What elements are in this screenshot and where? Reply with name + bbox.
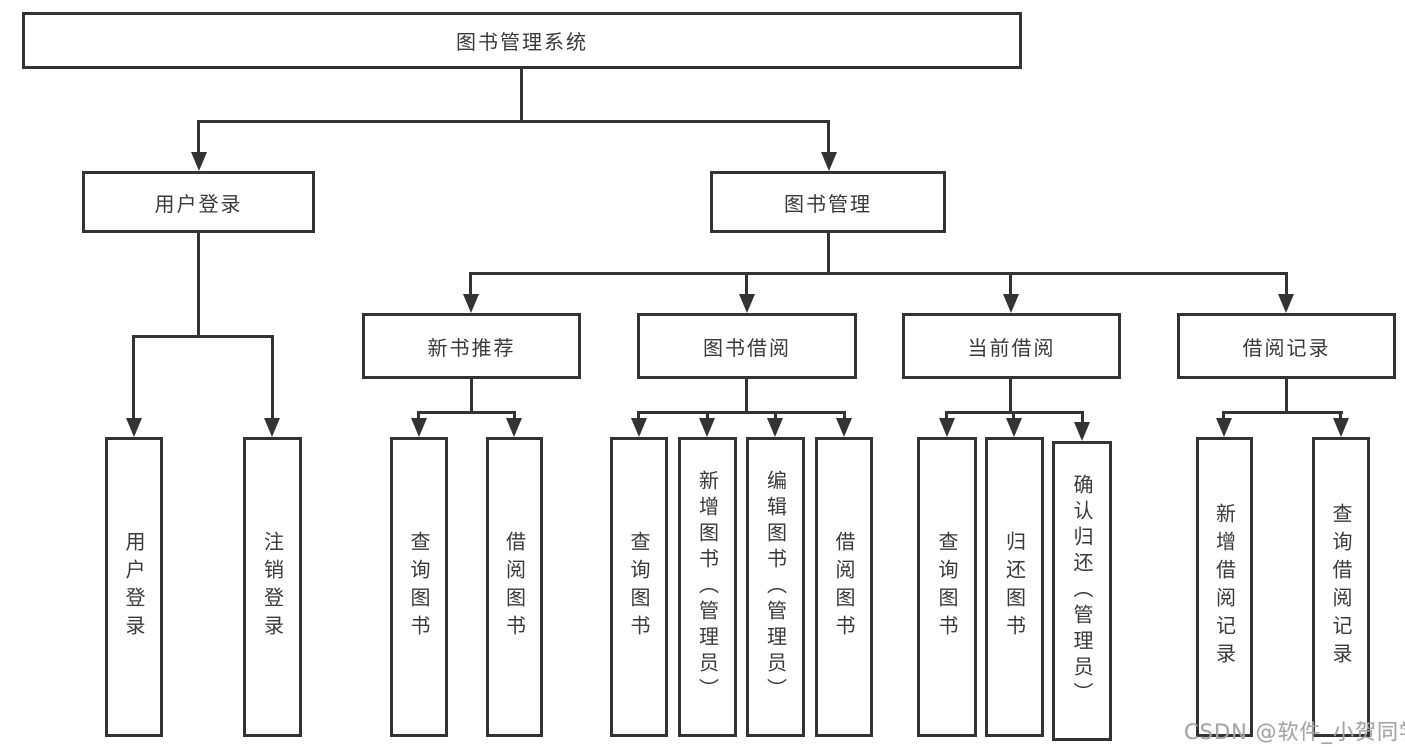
connector bbox=[1009, 379, 1012, 414]
node-label: 当前借阅 bbox=[967, 335, 1056, 360]
arrow-down-icon bbox=[836, 418, 852, 437]
connector bbox=[1009, 272, 1012, 296]
arrow-down-icon bbox=[1216, 418, 1232, 437]
node-label: 用户登录 bbox=[122, 531, 146, 643]
leaf-query-books-current: 查询图书 bbox=[917, 437, 977, 737]
arrow-down-icon bbox=[739, 294, 755, 313]
arrow-down-icon bbox=[767, 418, 783, 437]
connector bbox=[1081, 411, 1084, 424]
connector bbox=[271, 335, 274, 420]
connector bbox=[132, 335, 135, 420]
leaf-logout: 注销登录 bbox=[243, 437, 302, 737]
node-label: 新增图书（管理员） bbox=[695, 470, 720, 704]
leaf-user-login: 用户登录 bbox=[105, 437, 163, 737]
connector bbox=[417, 411, 420, 420]
connector bbox=[197, 120, 830, 123]
connector bbox=[745, 272, 748, 296]
node-label: 查询图书 bbox=[935, 531, 959, 643]
node-book-management: 图书管理 bbox=[710, 171, 946, 233]
arrow-down-icon bbox=[126, 418, 142, 437]
node-label: 新书推荐 bbox=[427, 335, 516, 360]
node-label: 借阅图书 bbox=[502, 531, 527, 643]
node-label: 借阅记录 bbox=[1242, 335, 1331, 360]
node-book-borrowing: 图书借阅 bbox=[637, 313, 857, 379]
arrow-down-icon bbox=[411, 418, 427, 437]
arrow-down-icon bbox=[1006, 418, 1022, 437]
arrow-down-icon bbox=[463, 294, 479, 313]
connector bbox=[637, 411, 640, 420]
leaf-return-books: 归还图书 bbox=[985, 437, 1044, 737]
connector bbox=[637, 411, 846, 414]
leaf-query-books-borrow: 查询图书 bbox=[610, 437, 668, 737]
arrow-down-icon bbox=[506, 418, 522, 437]
connector bbox=[706, 411, 709, 420]
connector bbox=[520, 69, 523, 123]
connector bbox=[470, 379, 473, 414]
node-label: 查询图书 bbox=[627, 531, 651, 643]
node-current-borrowing: 当前借阅 bbox=[902, 313, 1121, 379]
leaf-edit-book-admin: 编辑图书（管理员） bbox=[746, 437, 805, 737]
node-label: 图书借阅 bbox=[703, 335, 791, 360]
node-label: 注销登录 bbox=[260, 531, 285, 643]
connector bbox=[843, 411, 846, 420]
connector bbox=[513, 411, 516, 420]
arrow-down-icon bbox=[1278, 294, 1294, 313]
connector bbox=[132, 335, 274, 338]
connector bbox=[1285, 379, 1288, 414]
arrow-down-icon bbox=[1003, 294, 1019, 313]
leaf-query-books-recommend: 查询图书 bbox=[390, 437, 448, 737]
node-label: 借阅图书 bbox=[832, 531, 856, 643]
arrow-down-icon bbox=[264, 418, 280, 437]
connector bbox=[827, 233, 830, 275]
connector bbox=[945, 411, 948, 420]
connector bbox=[469, 272, 1288, 275]
arrow-down-icon bbox=[631, 418, 647, 437]
connector bbox=[197, 233, 200, 338]
leaf-confirm-return-admin: 确认归还（管理员） bbox=[1052, 441, 1112, 741]
node-new-book-recommendation: 新书推荐 bbox=[362, 313, 581, 379]
node-label: 查询借阅记录 bbox=[1329, 503, 1353, 671]
node-borrowing-records: 借阅记录 bbox=[1177, 313, 1396, 379]
leaf-add-book-admin: 新增图书（管理员） bbox=[678, 437, 737, 737]
node-user-login: 用户登录 bbox=[82, 171, 315, 233]
connector bbox=[469, 272, 472, 296]
node-label: 图书管理系统 bbox=[456, 30, 588, 54]
connector bbox=[197, 120, 200, 156]
node-label: 查询图书 bbox=[407, 531, 431, 643]
connector bbox=[1339, 411, 1342, 420]
node-library-management-system: 图书管理系统 bbox=[22, 12, 1022, 69]
arrow-down-icon bbox=[1074, 422, 1090, 441]
csdn-watermark: CSDN @软件_小贺同学 bbox=[1184, 720, 1405, 744]
connector bbox=[745, 379, 748, 414]
leaf-borrow-books: 借阅图书 bbox=[815, 437, 873, 737]
leaf-query-borrow-record: 查询借阅记录 bbox=[1312, 437, 1370, 737]
connector bbox=[1222, 411, 1225, 420]
arrow-down-icon bbox=[699, 418, 715, 437]
arrow-down-icon bbox=[821, 152, 837, 171]
arrow-down-icon bbox=[191, 152, 207, 171]
node-label: 用户登录 bbox=[154, 191, 243, 216]
arrow-down-icon bbox=[1333, 418, 1349, 437]
connector bbox=[827, 120, 830, 156]
connector bbox=[417, 411, 516, 414]
node-label: 归还图书 bbox=[1002, 531, 1027, 643]
node-label: 图书管理 bbox=[784, 191, 872, 216]
connector bbox=[1285, 272, 1288, 296]
leaf-borrow-books-recommend: 借阅图书 bbox=[486, 437, 543, 737]
node-label: 新增借阅记录 bbox=[1212, 503, 1237, 671]
connector bbox=[1012, 411, 1015, 420]
leaf-add-borrow-record: 新增借阅记录 bbox=[1196, 437, 1253, 737]
connector bbox=[1222, 411, 1343, 414]
connector bbox=[774, 411, 777, 420]
node-label: 确认归还（管理员） bbox=[1070, 474, 1094, 708]
arrow-down-icon bbox=[939, 418, 955, 437]
node-label: 编辑图书（管理员） bbox=[763, 470, 788, 704]
